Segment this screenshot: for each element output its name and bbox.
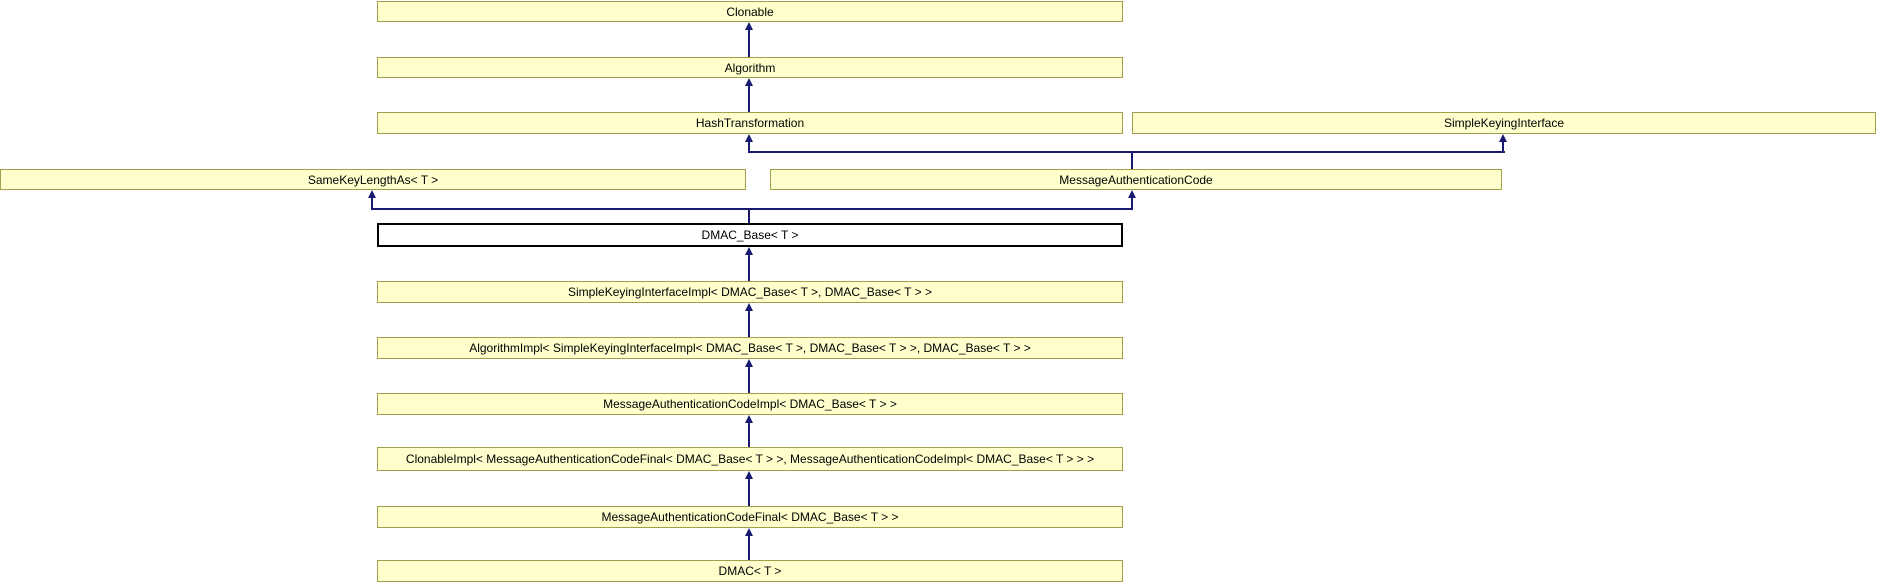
edge-mac-to-simplekeyinginterface-arrowhead [1499, 134, 1507, 142]
edge-clonableimpl-to-macimpl-arrowhead [745, 415, 753, 423]
node-dmac[interactable]: DMAC< T > [377, 560, 1123, 582]
edge-dmacbase-bases-horizontal-line [371, 208, 1131, 210]
edge-hashtransformation-to-algorithm-arrowhead [745, 78, 753, 86]
edge-algorithmimpl-to-skiimpl-arrowhead [745, 303, 753, 311]
edge-dmacbase-to-samekeylengthas-line [371, 197, 373, 210]
edge-mac-to-hashtransformation-line [748, 141, 750, 153]
edge-dmacbase-to-samekeylengthas-arrowhead [368, 190, 376, 198]
node-clonable-impl[interactable]: ClonableImpl< MessageAuthenticationCodeF… [377, 447, 1123, 471]
edge-macfinal-to-clonableimpl-line [748, 478, 750, 506]
node-dmac-base: DMAC_Base< T > [377, 223, 1123, 247]
edge-mac-to-hashtransformation-arrowhead [745, 134, 753, 142]
edge-algorithmimpl-to-skiimpl-line [748, 310, 750, 337]
node-simple-keying-interface[interactable]: SimpleKeyingInterface [1132, 112, 1876, 134]
edge-skiimpl-to-dmacbase-arrowhead [745, 247, 753, 255]
node-message-authentication-code-impl[interactable]: MessageAuthenticationCodeImpl< DMAC_Base… [377, 393, 1123, 415]
edge-algorithm-to-clonable-arrowhead [745, 22, 753, 30]
node-clonable[interactable]: Clonable [377, 1, 1123, 22]
edge-macfinal-to-clonableimpl-arrowhead [745, 471, 753, 479]
edge-macimpl-to-algorithmimpl-arrowhead [745, 359, 753, 367]
node-simple-keying-interface-impl[interactable]: SimpleKeyingInterfaceImpl< DMAC_Base< T … [377, 281, 1123, 303]
edge-mac-bases-horizontal-line [748, 151, 1505, 153]
node-same-key-length-as[interactable]: SameKeyLengthAs< T > [0, 169, 746, 190]
node-algorithm[interactable]: Algorithm [377, 57, 1123, 78]
edge-dmac-to-macfinal-line [748, 535, 750, 560]
edge-algorithm-to-clonable-line [748, 29, 750, 57]
edge-macimpl-to-algorithmimpl-line [748, 366, 750, 393]
edge-clonableimpl-to-macimpl-line [748, 422, 750, 447]
edge-dmacbase-to-mac-line [1131, 197, 1133, 210]
edge-dmacbase-to-mac-arrowhead [1128, 190, 1136, 198]
edge-dmac-to-macfinal-arrowhead [745, 528, 753, 536]
node-algorithm-impl[interactable]: AlgorithmImpl< SimpleKeyingInterfaceImpl… [377, 337, 1123, 359]
node-message-authentication-code-final[interactable]: MessageAuthenticationCodeFinal< DMAC_Bas… [377, 506, 1123, 528]
node-hash-transformation[interactable]: HashTransformation [377, 112, 1123, 134]
edge-skiimpl-to-dmacbase-line [748, 254, 750, 281]
edge-mac-stub-line [1131, 151, 1133, 169]
edge-mac-to-simplekeyinginterface-line [1502, 141, 1504, 153]
edge-hashtransformation-to-algorithm-line [748, 85, 750, 112]
node-message-authentication-code[interactable]: MessageAuthenticationCode [770, 169, 1502, 190]
edge-dmacbase-stub-line [748, 208, 750, 223]
